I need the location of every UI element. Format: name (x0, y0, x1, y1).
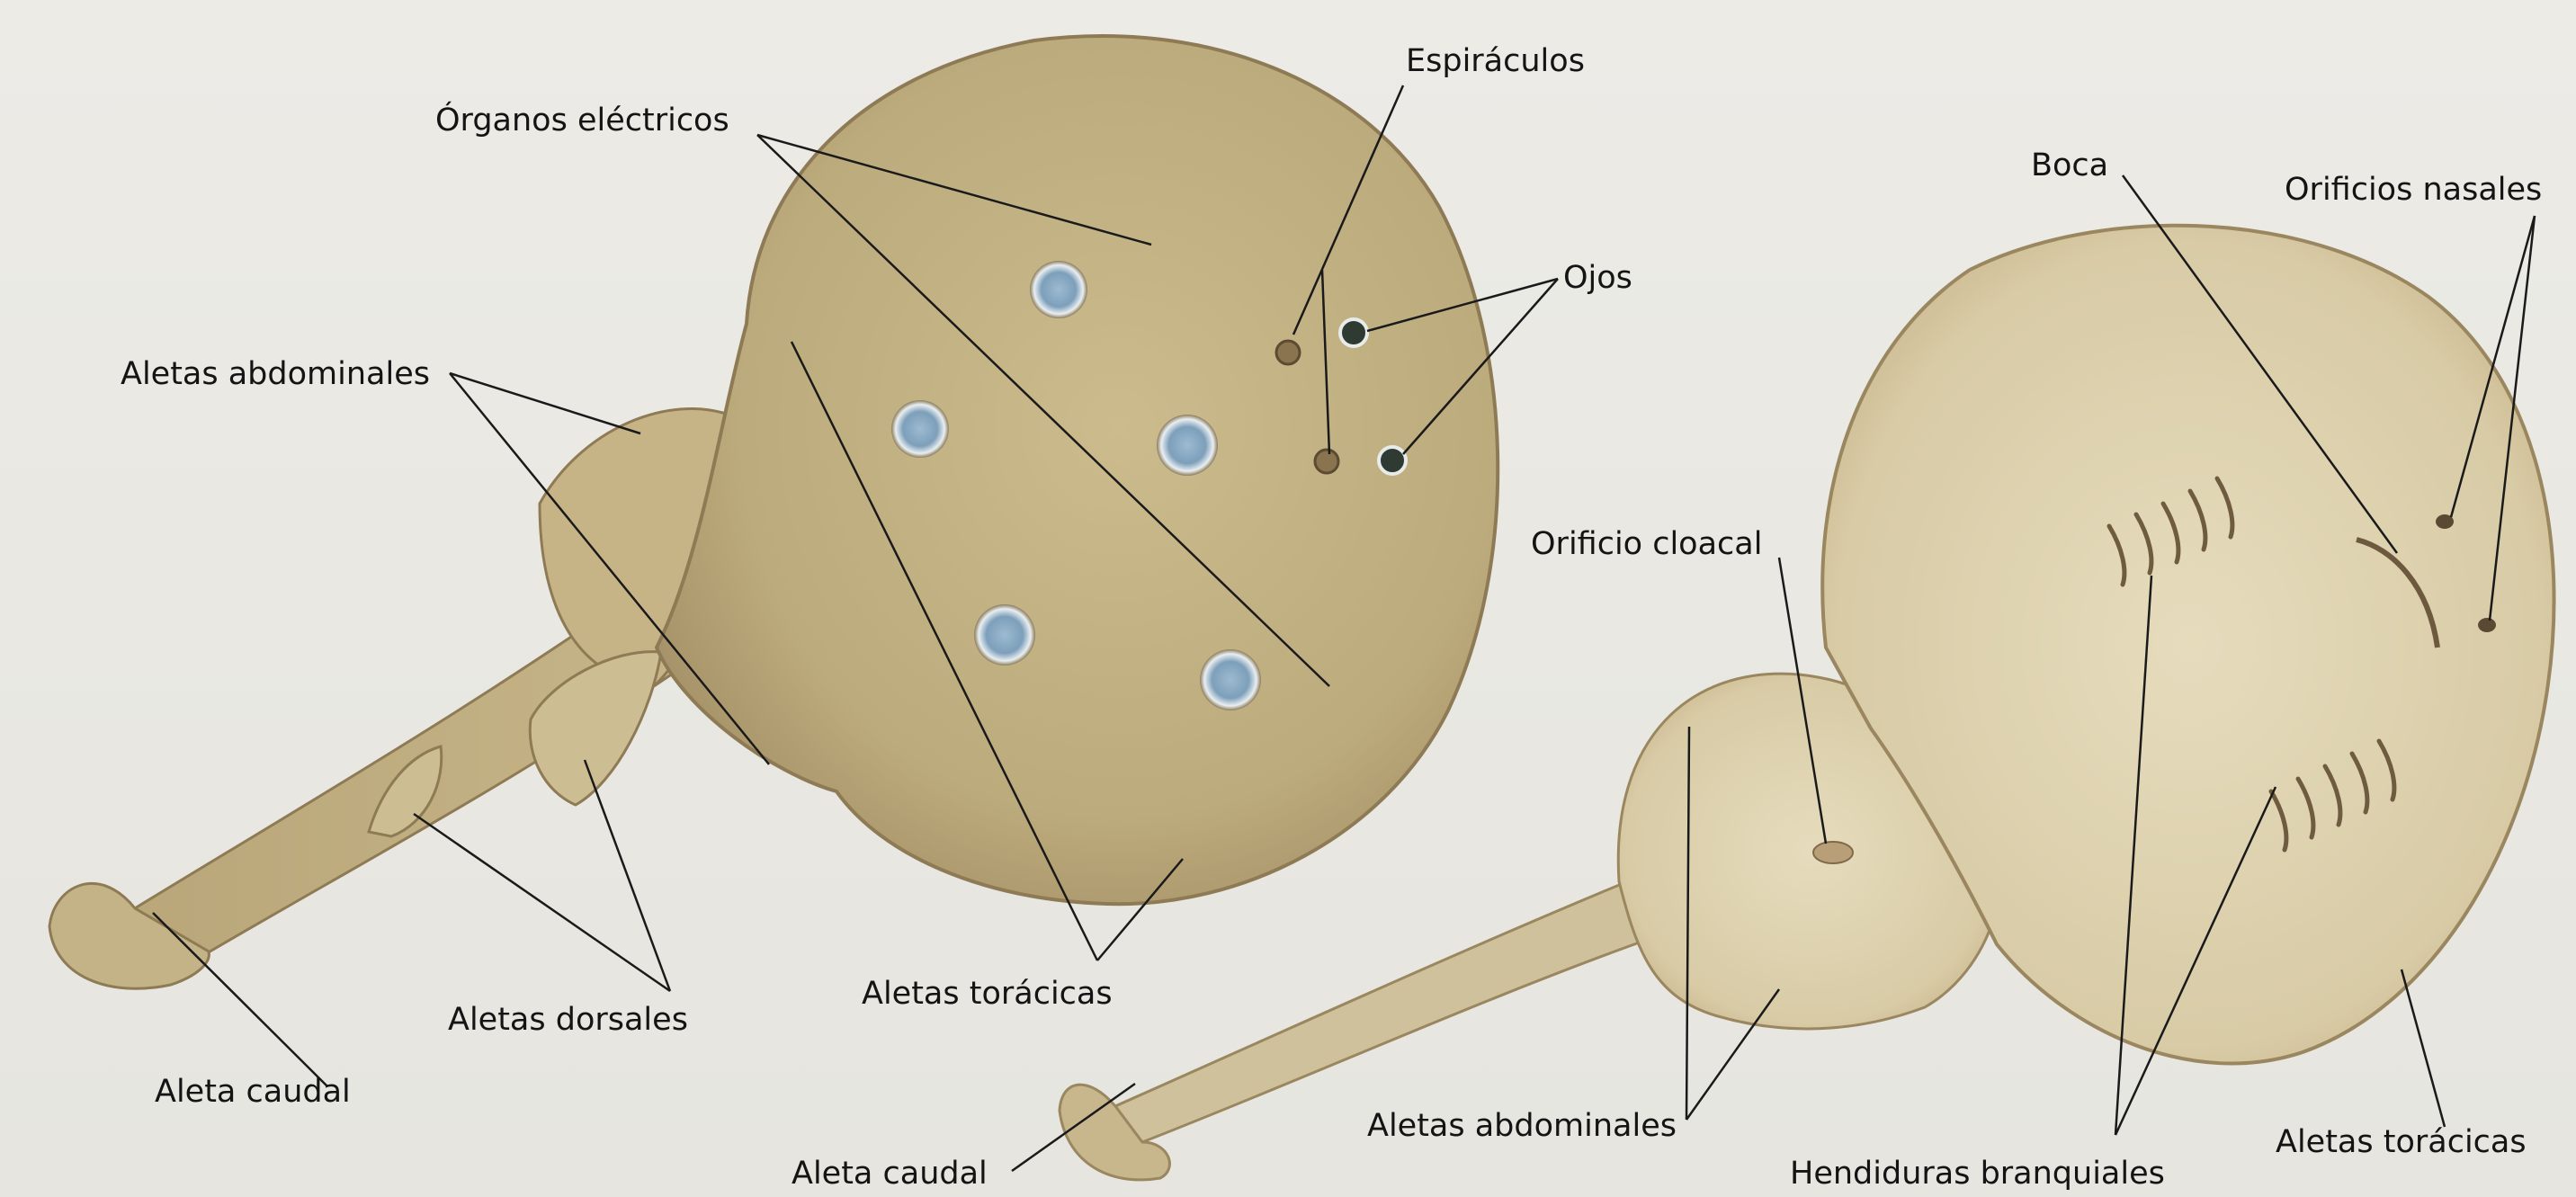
ventral-tail (1115, 881, 1659, 1142)
electric-organ-spot (1157, 415, 1218, 476)
label-orificios-nasales: Orificios nasales (2285, 174, 2542, 206)
label-boca: Boca (2031, 150, 2108, 182)
nostril (2478, 618, 2496, 632)
label-aletas-abdominales-left: Aletas abdominales (121, 359, 430, 390)
label-aleta-caudal-left: Aleta caudal (155, 1076, 351, 1108)
dorsal-disc (657, 36, 1498, 904)
electric-organ-spot (1200, 649, 1261, 710)
eye (1379, 447, 1406, 474)
label-orificio-cloacal: Orificio cloacal (1531, 529, 1762, 560)
spiracle (1276, 341, 1300, 364)
label-aletas-dorsales: Aletas dorsales (448, 1005, 688, 1036)
label-aletas-abdominales-right: Aletas abdominales (1367, 1111, 1677, 1142)
dorsal-view-ray (49, 36, 1498, 988)
electric-organ-spot (1030, 261, 1087, 318)
cloacal-opening (1813, 842, 1853, 863)
eye (1340, 319, 1367, 346)
label-hendiduras-branquiales: Hendiduras branquiales (1790, 1158, 2165, 1190)
label-espiraculos: Espiráculos (1406, 46, 1585, 77)
label-organos-electricos: Órganos eléctricos (435, 105, 729, 137)
electric-organ-spot (974, 604, 1035, 665)
electric-organ-spot (891, 400, 949, 458)
spiracle (1315, 450, 1338, 473)
label-aleta-caudal-right: Aleta caudal (792, 1158, 988, 1190)
label-aletas-toracicas-left: Aletas torácicas (862, 978, 1113, 1010)
label-ojos: Ojos (1563, 263, 1632, 294)
label-aletas-toracicas-right: Aletas torácicas (2276, 1127, 2527, 1158)
